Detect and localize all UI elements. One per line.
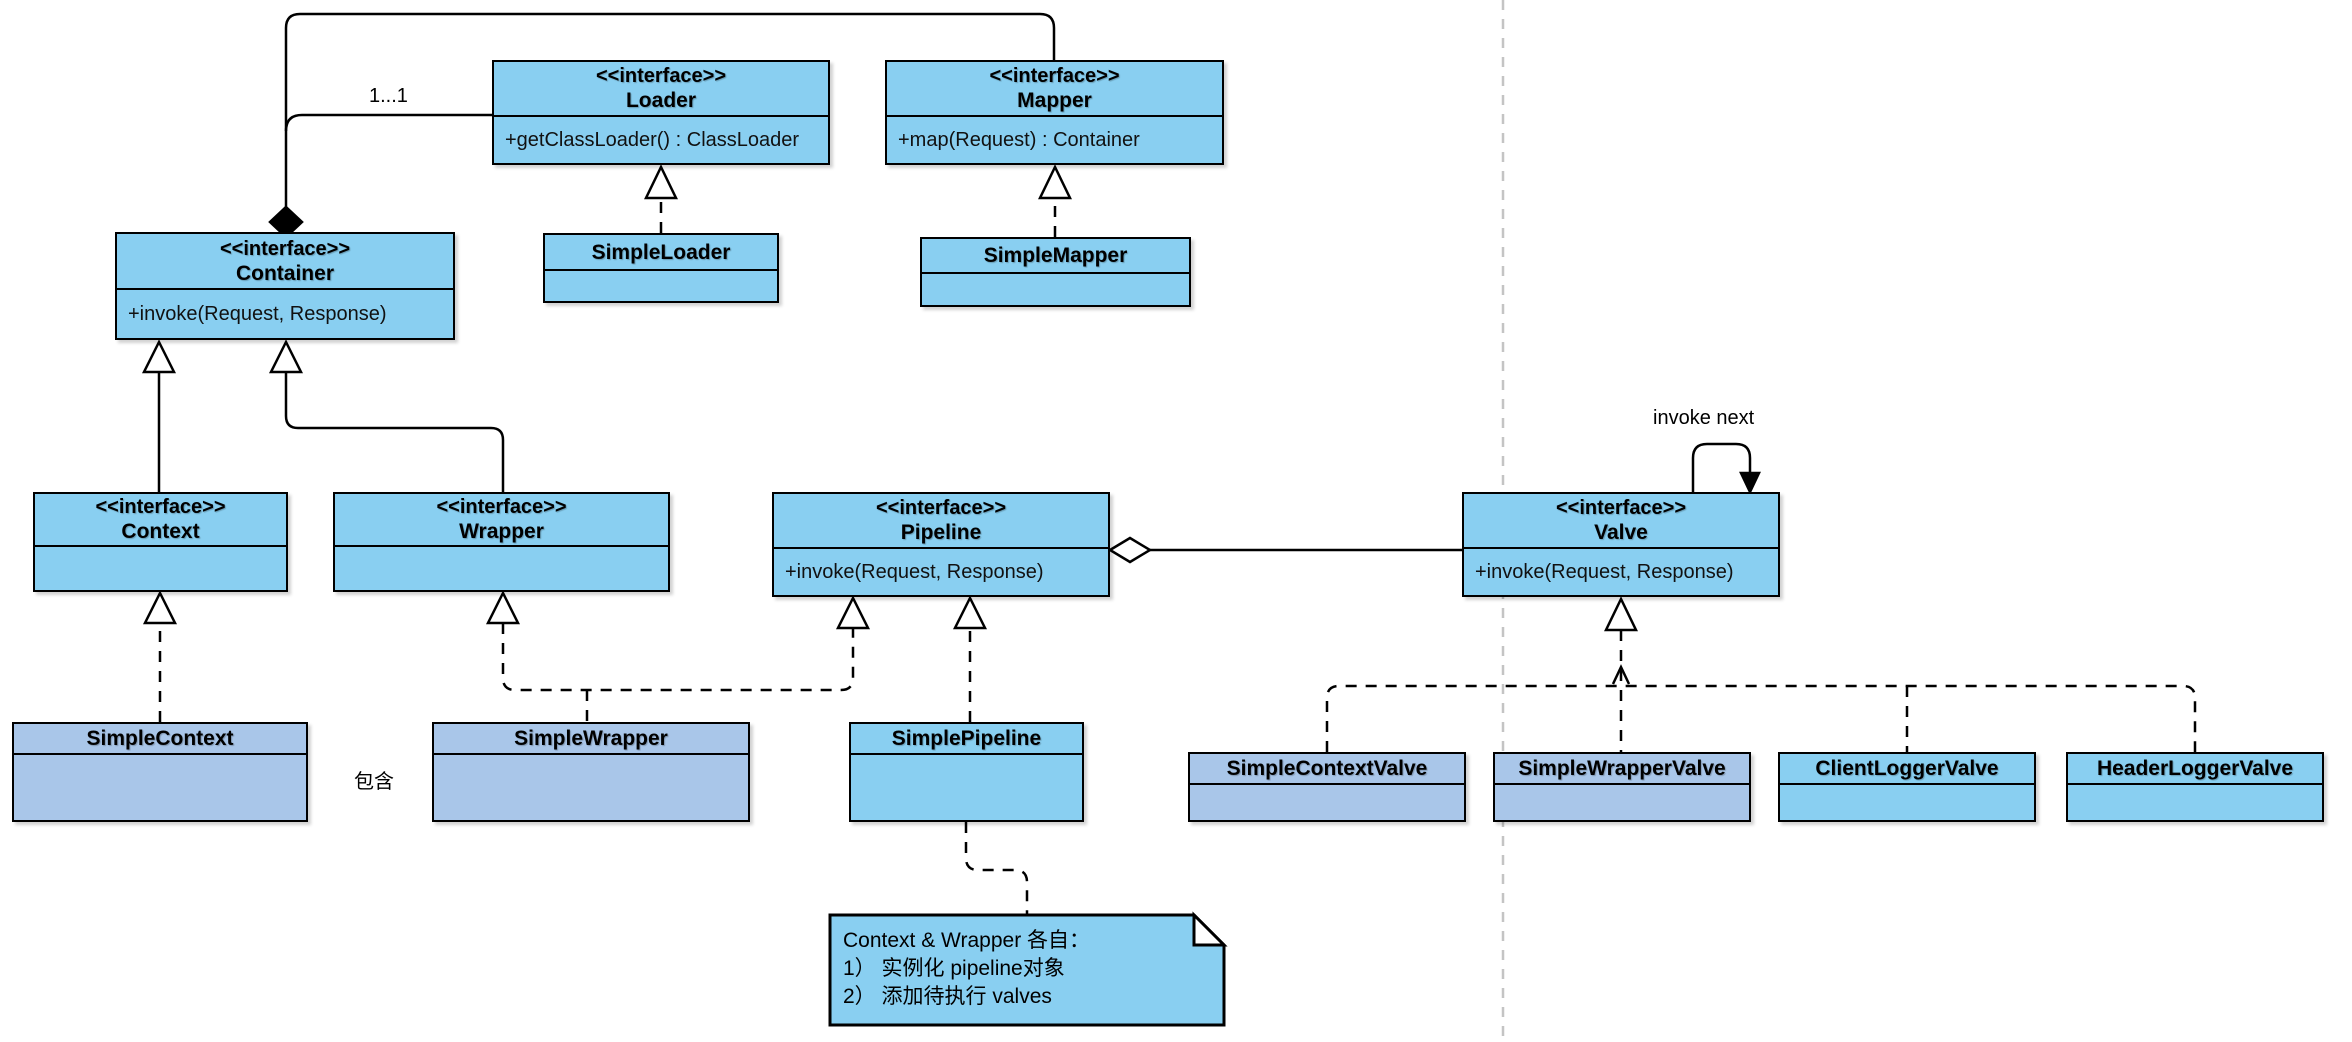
class-box-wrapper: <<interface>> Wrapper bbox=[333, 492, 670, 592]
note-text: Context & Wrapper 各自： 1） 实例化 pipeline对象 … bbox=[843, 927, 1213, 1011]
realization-simplewrapper-wrapper-pipeline bbox=[485, 590, 871, 722]
triangle-arrowhead bbox=[268, 339, 304, 374]
class-name: Container bbox=[235, 261, 334, 285]
class-name: Loader bbox=[625, 89, 696, 112]
method-label: +map(Request) : Container bbox=[898, 128, 1140, 151]
method-label: +invoke(Request, Response) bbox=[785, 560, 1044, 583]
class-name: SimpleLoader bbox=[591, 240, 731, 264]
triangle-arrowhead bbox=[952, 595, 988, 630]
note-line: 1） 实例化 pipeline对象 bbox=[843, 957, 1065, 980]
class-name: Pipeline bbox=[900, 521, 982, 544]
class-box-pipeline: <<interface>> Pipeline +invoke(Request, … bbox=[772, 492, 1110, 597]
class-name: HeaderLoggerValve bbox=[2096, 757, 2294, 780]
note-anchor-simplepipeline bbox=[964, 822, 1029, 915]
arrowhead bbox=[1739, 471, 1761, 495]
class-box-headerloggervalve: HeaderLoggerValve bbox=[2066, 752, 2324, 822]
stereotype-label: <<interface>> bbox=[989, 65, 1120, 87]
triangle-arrowhead bbox=[1038, 164, 1072, 200]
generalization-context-container bbox=[141, 339, 177, 492]
composition-container-loader-mapper bbox=[268, 12, 1056, 239]
class-name: ClientLoggerValve bbox=[1815, 757, 1999, 780]
class-name: SimpleContextValve bbox=[1226, 757, 1428, 780]
method-label: +invoke(Request, Response) bbox=[1475, 560, 1734, 583]
invoke-next-label: invoke next bbox=[1653, 407, 1755, 429]
stereotype-label: <<interface>> bbox=[875, 497, 1007, 519]
class-name: SimplePipeline bbox=[891, 727, 1042, 750]
realization-valves-valve bbox=[1325, 596, 2197, 752]
multiplicity-label: 1...1 bbox=[369, 85, 408, 107]
class-box-simplecontextvalve: SimpleContextValve bbox=[1188, 752, 1466, 822]
stereotype-label: <<interface>> bbox=[1555, 497, 1687, 519]
generalization-wrapper-container bbox=[268, 339, 505, 492]
method-label: +invoke(Request, Response) bbox=[128, 302, 387, 325]
class-box-context: <<interface>> Context bbox=[33, 492, 288, 592]
triangle-arrowhead bbox=[835, 595, 871, 630]
class-name: Mapper bbox=[1017, 89, 1092, 112]
triangle-arrowhead bbox=[644, 164, 678, 200]
triangle-arrowhead bbox=[485, 590, 521, 625]
class-name: SimpleWrapperValve bbox=[1518, 757, 1726, 780]
class-box-simplewrappervalve: SimpleWrapperValve bbox=[1493, 752, 1751, 822]
realization-simplecontext-context bbox=[142, 590, 178, 722]
contains-label: 包含 bbox=[351, 765, 397, 794]
class-box-simplewrapper: SimpleWrapper bbox=[432, 722, 750, 822]
triangle-arrowhead bbox=[1604, 596, 1638, 632]
class-box-valve: <<interface>> Valve +invoke(Request, Res… bbox=[1462, 492, 1780, 597]
class-box-loader: <<interface>> Loader +getClassLoader() :… bbox=[492, 60, 830, 165]
realization-simplemapper-mapper bbox=[1038, 164, 1072, 237]
class-box-simpleloader: SimpleLoader bbox=[543, 233, 779, 303]
triangle-arrowhead bbox=[142, 590, 178, 625]
class-name: Context bbox=[121, 520, 200, 543]
stereotype-label: <<interface>> bbox=[595, 65, 727, 87]
note-line: 2） 添加待执行 valves bbox=[843, 985, 1052, 1008]
aggregation-pipeline-valve bbox=[1107, 536, 1462, 564]
class-name: Valve bbox=[1594, 521, 1648, 544]
class-name: SimpleMapper bbox=[983, 244, 1128, 267]
stereotype-label: <<interface>> bbox=[95, 496, 226, 518]
note-folded-corner bbox=[1192, 911, 1228, 947]
realization-simpleloader-loader bbox=[644, 164, 678, 233]
class-box-container: <<interface>> Container +invoke(Request,… bbox=[115, 232, 455, 340]
class-box-clientloggervalve: ClientLoggerValve bbox=[1778, 752, 2036, 822]
class-box-mapper: <<interface>> Mapper +map(Request) : Con… bbox=[885, 60, 1224, 165]
note-shape bbox=[828, 911, 1228, 1027]
aggregation-diamond bbox=[1107, 536, 1153, 564]
class-box-simplemapper: SimpleMapper bbox=[920, 237, 1191, 307]
class-name: Wrapper bbox=[459, 520, 544, 543]
class-box-simplepipeline: SimplePipeline bbox=[849, 722, 1084, 822]
self-association-valve-invoke-next bbox=[1691, 442, 1761, 495]
open-arrowhead bbox=[1611, 664, 1631, 685]
class-box-simplecontext: SimpleContext bbox=[12, 722, 308, 822]
stereotype-label: <<interface>> bbox=[219, 237, 351, 260]
class-name: SimpleWrapper bbox=[514, 727, 668, 750]
note-line: Context & Wrapper 各自： bbox=[843, 929, 1091, 952]
method-label: +getClassLoader() : ClassLoader bbox=[505, 128, 800, 151]
class-name: SimpleContext bbox=[86, 727, 234, 750]
triangle-arrowhead bbox=[141, 339, 177, 374]
stereotype-label: <<interface>> bbox=[436, 496, 567, 518]
realization-simplepipeline-pipeline bbox=[952, 595, 988, 722]
